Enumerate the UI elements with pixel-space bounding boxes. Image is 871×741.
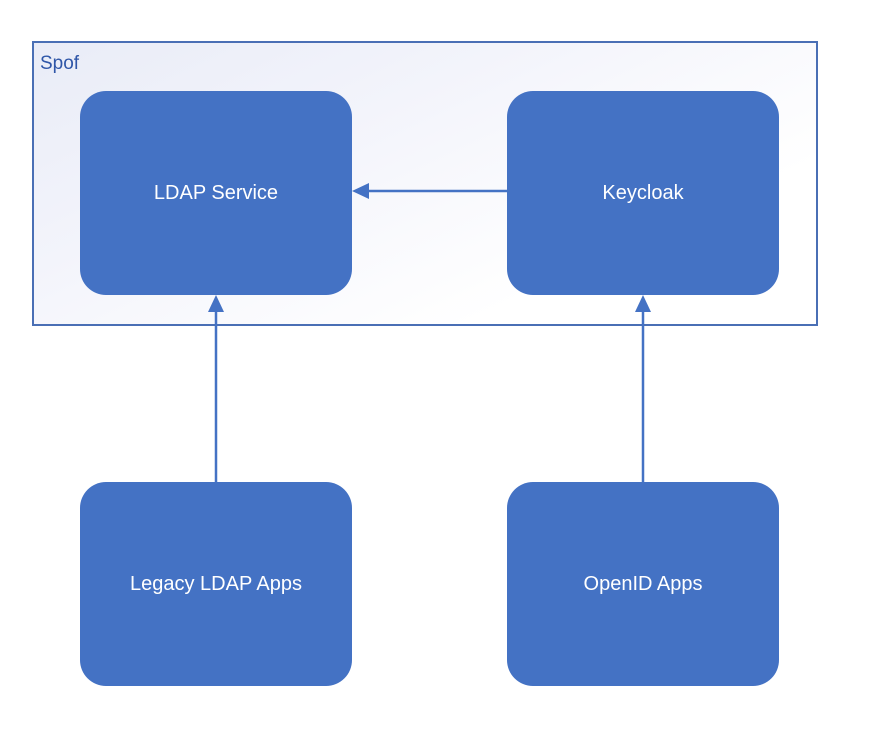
node-openid-apps[interactable]: OpenID Apps [507,482,779,686]
node-keycloak[interactable]: Keycloak [507,91,779,295]
node-ldap-service-label: LDAP Service [153,181,279,204]
node-legacy-ldap-apps-label: Legacy LDAP Apps [130,572,302,595]
node-openid-apps-label: OpenID Apps [583,572,703,595]
node-ldap-service[interactable]: LDAP Service [80,91,352,295]
node-keycloak-label: Keycloak [602,181,684,204]
node-legacy-ldap-apps[interactable]: Legacy LDAP Apps [80,482,352,686]
spof-group-label: Spof [40,53,80,74]
